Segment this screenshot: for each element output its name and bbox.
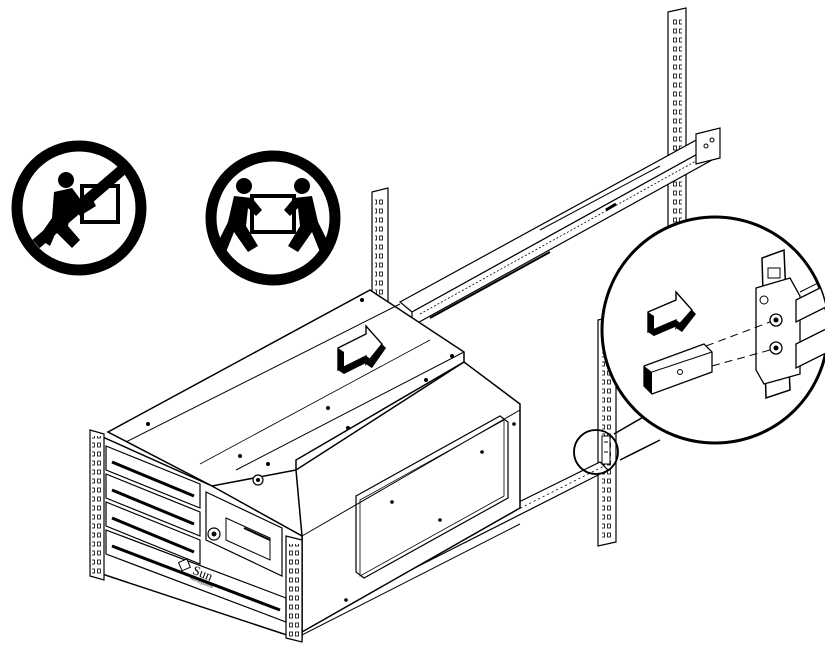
detail-push-arrow-icon [647,290,696,336]
drive-bays [105,445,287,623]
sun-logo: Sun microsystems [177,558,216,589]
callout-marker [573,429,619,475]
push-arrow-icon [337,324,386,374]
system-control-panel [205,491,283,577]
rail-bracket-detail [600,215,825,445]
upper-slide-rail [398,127,721,328]
two-person-lift-icon [205,150,341,286]
logo-text: Sun [191,562,216,584]
server-chassis: Sun microsystems [89,289,521,643]
no-single-person-lift-icon [11,140,147,276]
